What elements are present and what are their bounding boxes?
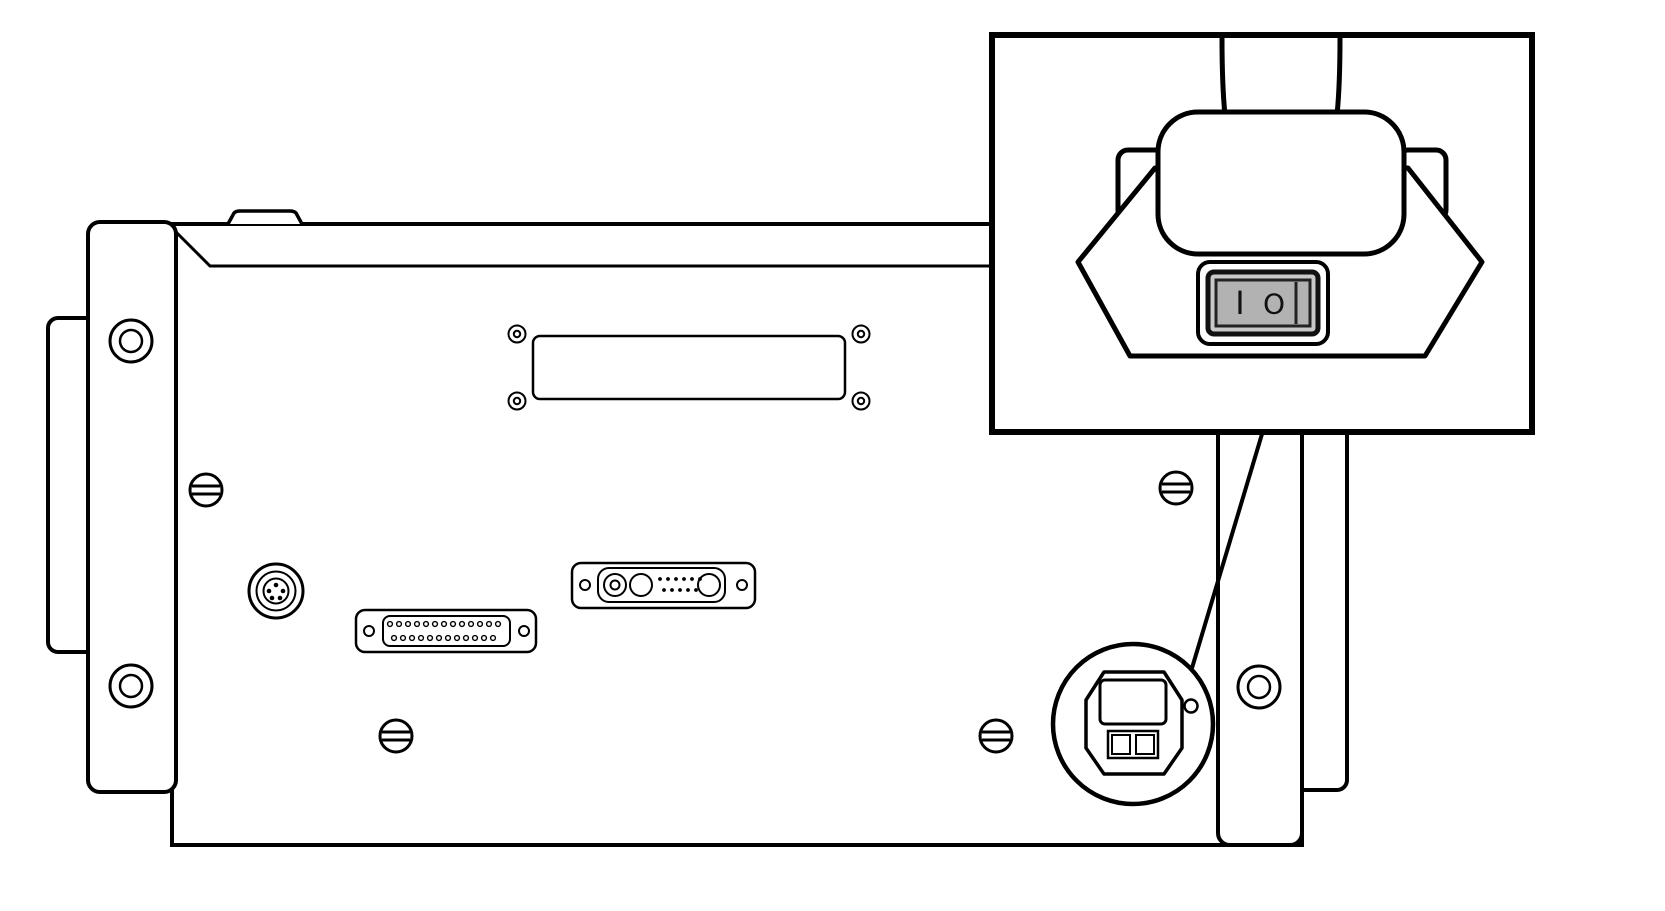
- slotted-screw: [378, 718, 414, 754]
- fuse-slot-left: [1111, 734, 1131, 755]
- callout-pointer-line: [1190, 433, 1264, 669]
- slotted-screws: [188, 470, 1194, 754]
- top-cutout-plate: [507, 324, 871, 411]
- combo-screw-hole-left: [579, 579, 591, 591]
- combo-screw-hole-right: [736, 579, 748, 591]
- power-cord: [1219, 37, 1343, 116]
- left-mounting-bracket: [86, 220, 178, 794]
- db25-screw-hole-right: [518, 625, 530, 637]
- power-switch-rocker: [1214, 278, 1312, 328]
- callout-inset: I O: [989, 32, 1535, 435]
- fuse-drawer: [1106, 729, 1160, 760]
- power-inlet-socket: [1098, 678, 1168, 726]
- db25-pins: [386, 620, 502, 642]
- combo-connector-pins: [658, 577, 702, 592]
- panel-top-inner-edge: [174, 230, 1300, 268]
- power-inlet-module: [1050, 641, 1216, 807]
- combo-dsub-connector: [570, 561, 757, 610]
- power-switch: I O: [1205, 269, 1321, 337]
- plug-strain-relief: [1155, 109, 1407, 257]
- switch-on-symbol: I: [1235, 284, 1244, 322]
- plate-corner-screws: [507, 324, 871, 411]
- din-connector-pins: [266, 582, 286, 601]
- switch-off-symbol: O: [1263, 288, 1285, 321]
- db25-screw-hole-left: [363, 625, 375, 637]
- device-rear-panel: [46, 209, 1349, 847]
- slotted-screw: [1158, 470, 1194, 506]
- db25-connector: [354, 608, 538, 654]
- fuse-slot-right: [1135, 734, 1155, 755]
- callout-circle: [1050, 641, 1216, 807]
- inlet-indicator-hole: [1183, 698, 1199, 714]
- top-tab: [226, 209, 304, 225]
- slotted-screw: [188, 472, 224, 508]
- slotted-screw: [978, 718, 1014, 754]
- din-connector: [247, 562, 305, 620]
